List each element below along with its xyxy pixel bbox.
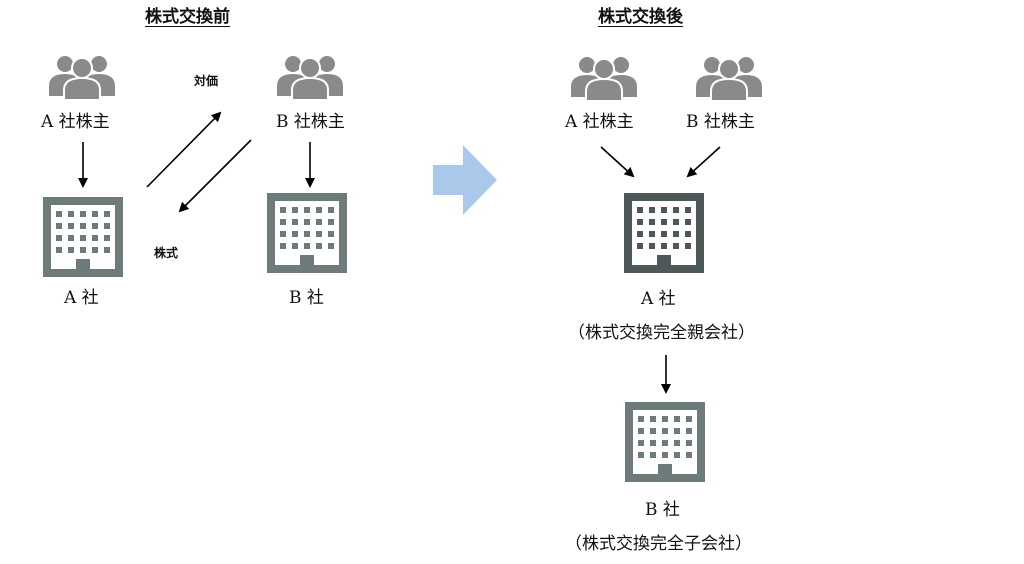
office-building-icon	[267, 193, 347, 273]
people-group-icon	[276, 55, 344, 101]
before-a-company-label: A 社	[64, 288, 99, 308]
before-b-shareholders-label: B 社株主	[276, 112, 345, 132]
arrow-a-shareholders-to-parent	[600, 146, 635, 178]
before-a-shareholders-label: A 社株主	[41, 112, 110, 132]
people-group-icon	[695, 56, 763, 102]
shares-label: 株式	[154, 246, 179, 260]
people-group-icon	[48, 55, 116, 101]
after-a-company-role: （株式交換完全親会社）	[568, 323, 755, 343]
after-a-company-label: A 社	[641, 289, 676, 309]
arrow-shares	[178, 139, 252, 213]
consideration-label: 対価	[194, 74, 219, 88]
after-b-company-label: B 社	[645, 500, 680, 520]
arrow-consideration	[146, 111, 222, 188]
after-b-shareholders-label: B 社株主	[686, 112, 755, 132]
after-a-shareholders-label: A 社株主	[565, 112, 634, 132]
before-b-company-label: B 社	[289, 288, 324, 308]
people-group-icon	[570, 56, 638, 102]
before-title: 株式交換前	[145, 7, 230, 27]
arrow-b-shareholders-to-parent	[686, 146, 721, 178]
after-title: 株式交換後	[598, 7, 683, 27]
office-building-icon	[624, 193, 704, 273]
after-b-company-role: （株式交換完全子会社）	[565, 534, 752, 554]
office-building-icon	[43, 197, 123, 277]
right-arrow-icon	[433, 145, 497, 215]
office-building-icon	[625, 402, 705, 482]
